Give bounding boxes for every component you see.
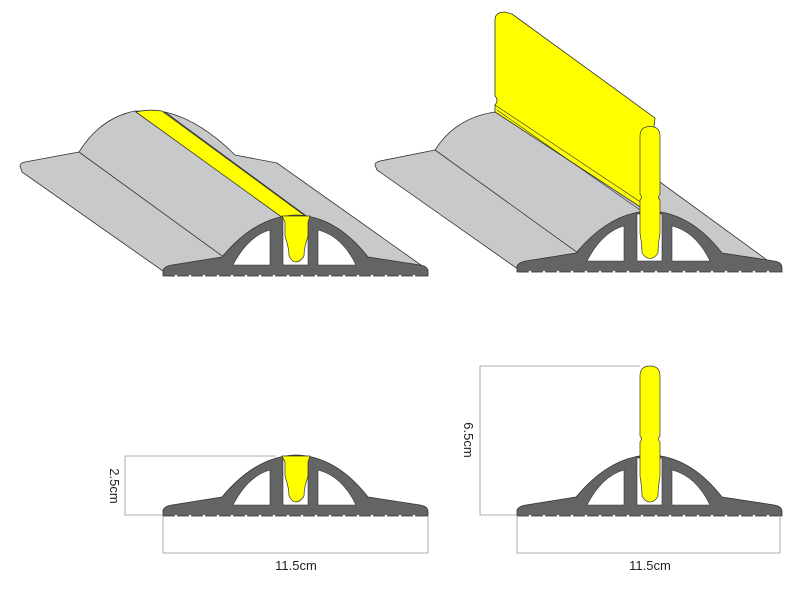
yellow-insert-strip	[135, 109, 310, 219]
width-dimension-lines	[162, 517, 429, 554]
tall-insert-perspective-view	[374, 11, 783, 274]
width-label: 11.5cm	[275, 558, 317, 573]
protector-surface	[19, 110, 430, 277]
flat-insert-perspective-view	[19, 109, 430, 278]
height-label: 6.5cm	[461, 422, 476, 457]
height-dimension-lines	[124, 455, 276, 516]
width-label: 11.5cm	[629, 558, 671, 573]
height-label: 2.5cm	[107, 468, 122, 503]
tall-insert-section-view: 6.5cm 11.5cm	[461, 365, 783, 573]
width-dimension-lines	[516, 517, 781, 554]
flat-insert-section-view: 2.5cm 11.5cm	[107, 454, 429, 573]
height-dimension-lines	[479, 365, 640, 516]
